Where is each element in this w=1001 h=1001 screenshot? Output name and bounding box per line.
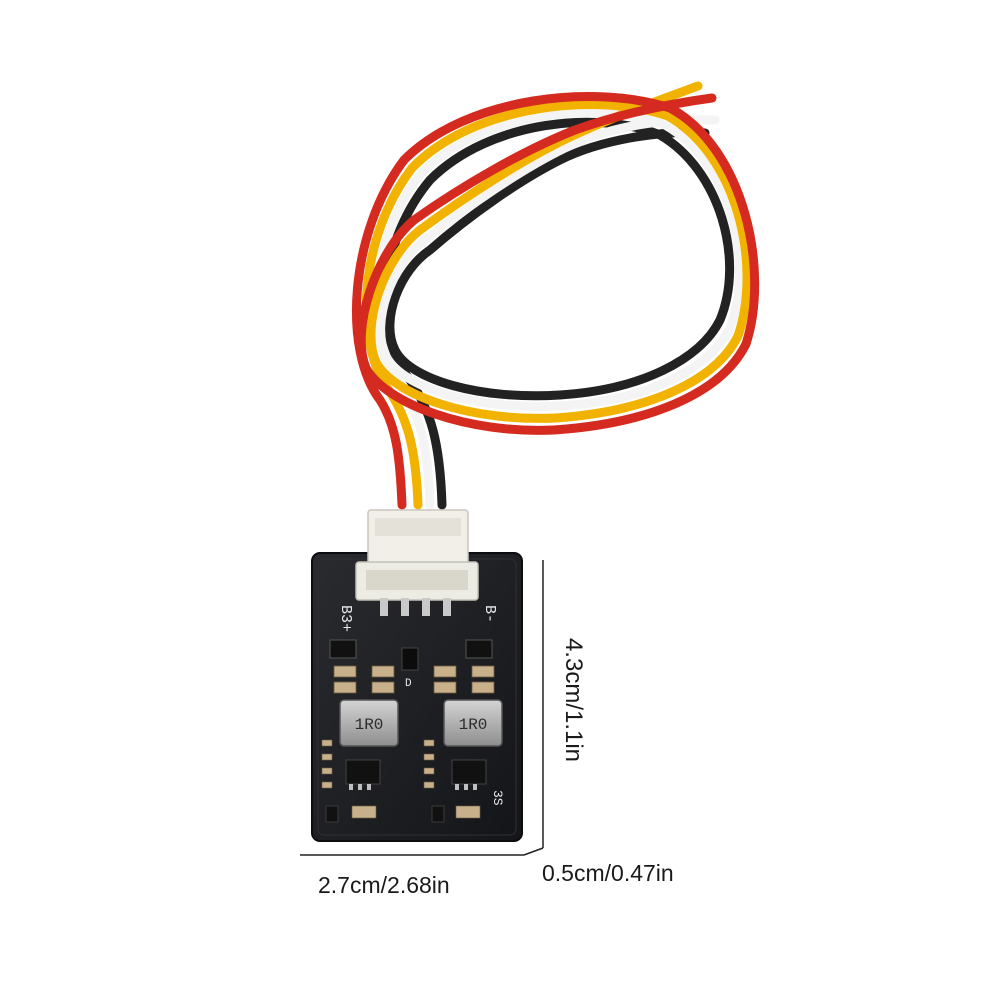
wire-yellow [361, 81, 752, 510]
inductor-right [443, 699, 503, 747]
inductor-left [339, 699, 399, 747]
wire-white [371, 108, 745, 510]
silk-cell-count: 3S [490, 790, 505, 806]
silk-b-minus: B- [481, 605, 498, 623]
inductor-left-label: 1R0 [355, 716, 384, 734]
jst-connector [355, 509, 479, 616]
depth-dimension-label: 0.5cm/0.47in [542, 860, 674, 886]
wire-black [380, 117, 735, 510]
pcb-board: B3+ B- D 1R0 1R0 3S [311, 509, 523, 842]
silk-pin-marker: D [405, 678, 412, 690]
wire-red [351, 92, 760, 510]
silk-b3-plus: B3+ [337, 605, 354, 632]
dimension-lines [300, 560, 544, 856]
width-dimension-label: 2.7cm/2.68in [318, 872, 450, 898]
height-dimension-label: 4.3cm/1.1in [560, 637, 587, 763]
inductor-right-label: 1R0 [459, 716, 488, 734]
wire-bundle [351, 81, 760, 510]
depth-dimension-line [523, 847, 544, 856]
